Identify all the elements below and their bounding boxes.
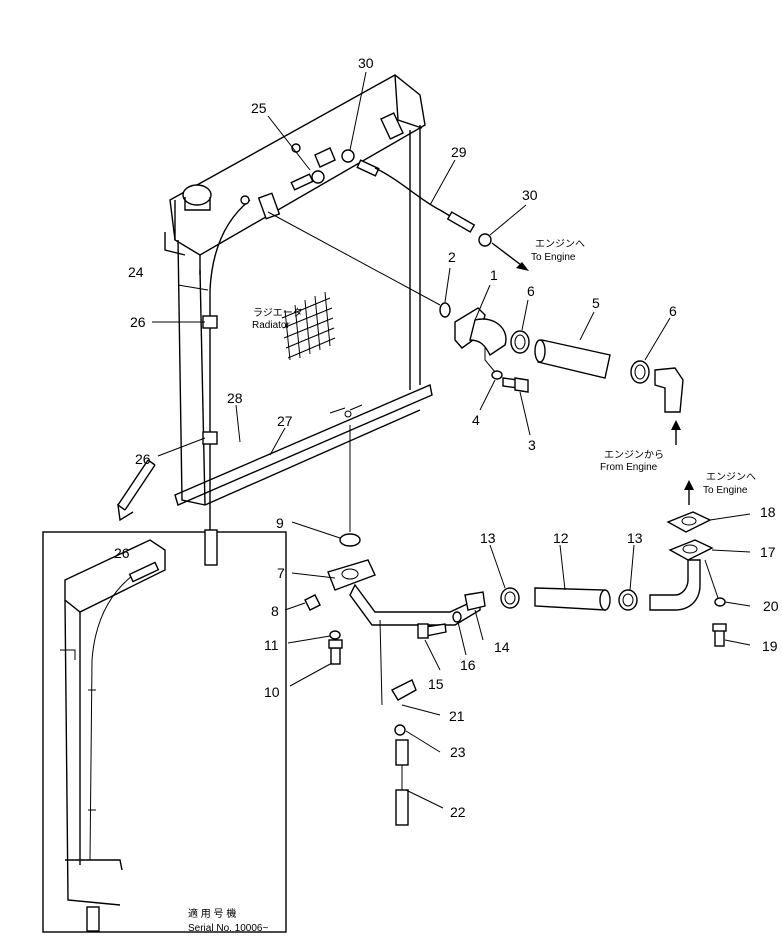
callout-6: 6 <box>669 303 677 319</box>
inset-arrow <box>117 459 156 522</box>
upper-hose-assembly <box>267 211 684 413</box>
callout-15: 15 <box>428 676 444 692</box>
leader-lines <box>152 71 751 809</box>
callout-21: 21 <box>449 708 465 724</box>
callout-18: 18 <box>760 504 776 520</box>
serial-label-jp: 適 用 号 機 <box>188 907 236 920</box>
callout-26: 26 <box>114 545 130 561</box>
callout-28: 28 <box>227 390 243 406</box>
callout-1: 1 <box>490 267 498 283</box>
from-engine-jp: エンジンから <box>604 449 664 461</box>
callout-24: 24 <box>128 264 144 280</box>
callout-26: 26 <box>135 451 151 467</box>
callout-5: 5 <box>592 295 600 311</box>
callout-30: 30 <box>358 55 374 71</box>
callout-4: 4 <box>472 412 480 428</box>
radiator-core <box>164 74 433 506</box>
callout-10: 10 <box>264 684 280 700</box>
from-engine-en: From Engine <box>600 462 658 473</box>
callout-11: 11 <box>264 637 279 653</box>
callout-12: 12 <box>553 530 569 546</box>
callout-3: 3 <box>528 437 536 453</box>
vent-hose-parts <box>240 143 492 247</box>
callout-13: 13 <box>627 530 643 546</box>
to-engine-top-jp: エンジンへ <box>535 239 585 250</box>
callout-2: 2 <box>448 249 456 265</box>
radiator-label-jp: ラジエータ <box>253 307 303 319</box>
callout-13: 13 <box>480 530 496 546</box>
callout-14: 14 <box>494 639 510 655</box>
inset-detail-box <box>42 531 287 933</box>
callout-27: 27 <box>277 413 293 429</box>
callout-9: 9 <box>276 515 284 531</box>
callout-16: 16 <box>460 657 476 673</box>
callout-6: 6 <box>527 283 535 299</box>
callout-8: 8 <box>271 603 279 619</box>
flow-arrows <box>491 242 694 505</box>
lower-pipe-assembly <box>304 425 727 826</box>
callout-30: 30 <box>522 187 538 203</box>
notes: ラジエータ Radiator エンジンへ To Engine エンジンから Fr… <box>188 239 756 934</box>
callout-25: 25 <box>251 100 267 116</box>
callout-20: 20 <box>763 598 779 614</box>
callout-23: 23 <box>450 744 466 760</box>
to-engine-top-en: To Engine <box>531 252 576 263</box>
callout-26: 26 <box>130 314 146 330</box>
callout-29: 29 <box>451 144 467 160</box>
callout-numbers: 30 25 29 30 2 1 6 5 6 4 3 24 26 28 27 26… <box>114 55 779 820</box>
to-engine-right-jp: エンジンへ <box>706 472 756 483</box>
serial-label-en: Serial No. 10006~ <box>188 923 268 934</box>
overflow-pipe <box>202 199 251 566</box>
callout-17: 17 <box>760 544 776 560</box>
callout-7: 7 <box>277 565 285 581</box>
callout-22: 22 <box>450 804 466 820</box>
to-engine-right-en: To Engine <box>703 485 748 496</box>
radiator-label-en: Radiator <box>252 320 290 331</box>
callout-19: 19 <box>762 638 778 654</box>
